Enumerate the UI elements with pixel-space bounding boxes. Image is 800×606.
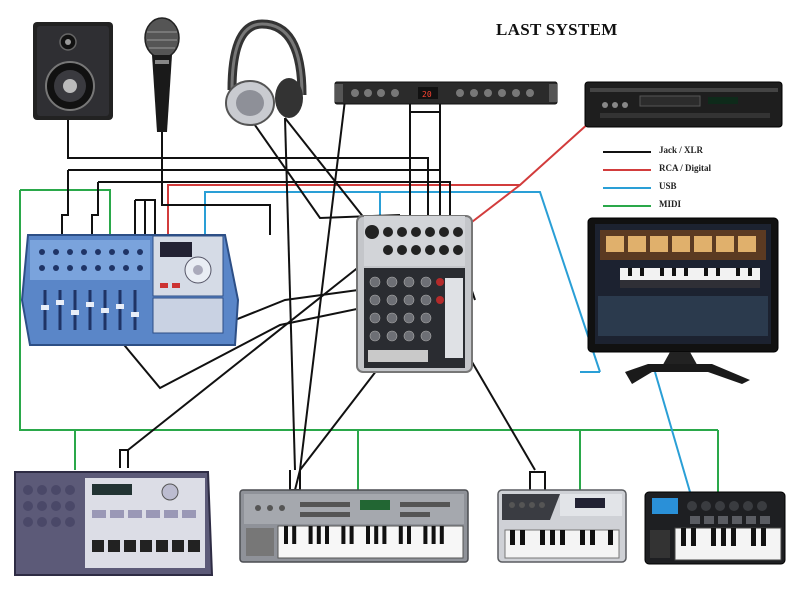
sound-module-icon xyxy=(14,471,214,576)
midi-cables xyxy=(19,189,719,495)
black-key xyxy=(398,526,403,544)
keyboard-icon xyxy=(239,489,469,563)
legend-item-jack: Jack / XLR xyxy=(603,145,763,163)
diagram-title: LAST SYSTEM xyxy=(496,20,618,39)
black-key xyxy=(366,526,370,544)
cd-player-icon xyxy=(584,81,783,128)
black-key xyxy=(308,526,313,544)
midi-controller-icon xyxy=(644,491,786,565)
legend-swatch-rca xyxy=(603,169,651,171)
rack-unit-icon: 20 xyxy=(334,81,558,105)
legend-item-rca: RCA / Digital xyxy=(603,163,763,181)
legend-swatch-midi xyxy=(603,205,651,207)
microphone-icon xyxy=(144,17,180,132)
black-key xyxy=(439,526,444,544)
black-key xyxy=(407,526,411,544)
black-key xyxy=(423,526,428,544)
black-key xyxy=(349,526,354,544)
legend-label-midi: MIDI xyxy=(659,199,681,209)
black-key xyxy=(341,526,346,544)
black-key xyxy=(292,526,297,544)
usb-cables xyxy=(204,191,691,493)
black-key xyxy=(325,526,329,544)
speaker-icon xyxy=(33,22,113,120)
groovebox-icon xyxy=(497,489,627,563)
mixer-icon xyxy=(356,215,473,373)
headphones-icon xyxy=(225,19,307,126)
monitor-icon xyxy=(587,217,779,384)
black-key xyxy=(374,526,379,544)
black-key xyxy=(284,526,288,544)
legend-item-usb: USB xyxy=(603,181,763,199)
legend-label-jack: Jack / XLR xyxy=(659,145,704,155)
legend-swatch-usb xyxy=(603,187,651,189)
legend-swatch-jack xyxy=(603,151,651,153)
keyboard-black-keys xyxy=(284,526,444,544)
legend-label-usb: USB xyxy=(659,181,677,191)
black-key xyxy=(431,526,436,544)
recorder-icon xyxy=(20,234,240,346)
cable-layer xyxy=(19,99,719,495)
svg-text:20: 20 xyxy=(422,90,432,99)
legend: Jack / XLR RCA / Digital USB MIDI xyxy=(603,145,763,217)
jack-cables xyxy=(61,99,546,491)
black-key xyxy=(316,526,321,544)
black-key xyxy=(382,526,387,544)
legend-label-rca: RCA / Digital xyxy=(659,163,712,173)
legend-item-midi: MIDI xyxy=(603,199,763,217)
